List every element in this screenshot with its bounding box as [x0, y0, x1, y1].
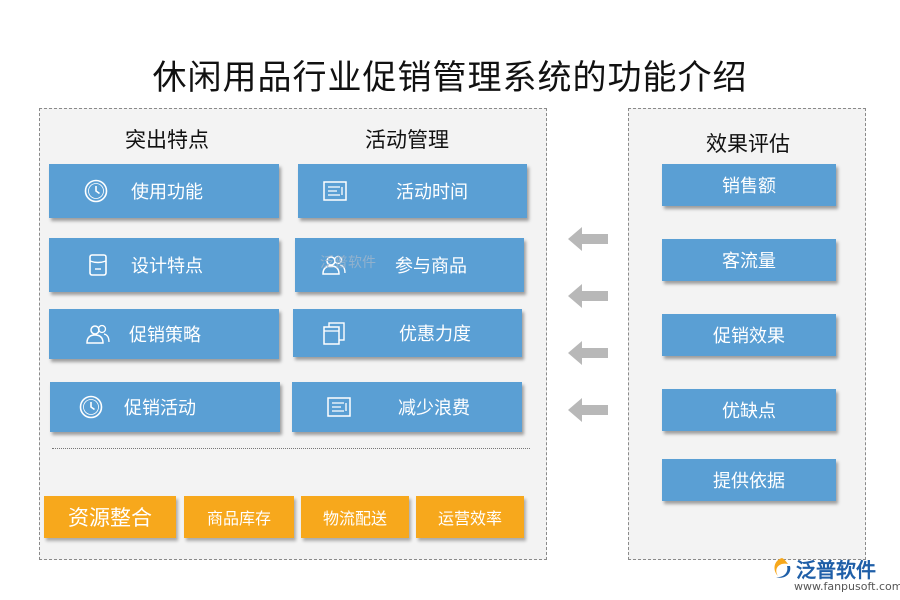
brand-logo: 泛普软件 www.fanpusoft.com [770, 554, 900, 598]
feature-label: 使用功能 [131, 182, 203, 203]
document-icon [85, 252, 111, 278]
arrow-left-icon [568, 341, 608, 365]
activity-label: 优惠力度 [399, 324, 471, 345]
feature-box-design: 设计特点 [49, 238, 279, 292]
feature-label: 促销活动 [124, 398, 196, 419]
stack-icon [321, 320, 347, 346]
bottom-box-logistics: 物流配送 [301, 496, 409, 538]
activity-label: 参与商品 [395, 256, 467, 277]
bottom-box-efficiency: 运营效率 [416, 496, 524, 538]
bottom-box-resources: 资源整合 [44, 496, 176, 538]
feature-label: 设计特点 [131, 256, 203, 277]
users-icon [321, 252, 347, 278]
activity-box-products: 参与商品 [295, 238, 524, 292]
bottom-box-inventory: 商品库存 [184, 496, 294, 538]
col2-heading: 活动管理 [365, 128, 449, 152]
clock-icon [78, 394, 104, 420]
evaluation-box-pros-cons: 优缺点 [662, 389, 836, 431]
activity-label: 活动时间 [396, 182, 468, 203]
arrow-left-icon [568, 398, 608, 422]
evaluation-box-effect: 促销效果 [662, 314, 836, 356]
activity-box-time: 活动时间 [298, 164, 527, 218]
feature-label: 促销策略 [129, 325, 201, 346]
list-icon [322, 178, 348, 204]
activity-box-discount: 优惠力度 [293, 309, 522, 357]
users-icon [85, 321, 111, 347]
evaluation-box-basis: 提供依据 [662, 459, 836, 501]
brand-swirl-icon [774, 558, 791, 578]
panel-divider [52, 448, 530, 449]
evaluation-heading: 效果评估 [706, 132, 790, 156]
feature-box-promotion: 促销活动 [50, 382, 280, 432]
arrow-left-icon [568, 284, 608, 308]
watermark: 泛普软件 [320, 255, 376, 271]
brand-name: 泛普软件 [796, 558, 876, 582]
list-icon [326, 394, 352, 420]
brand-url: www.fanpusoft.com [794, 580, 900, 593]
col1-heading: 突出特点 [125, 128, 209, 152]
clock-icon [83, 178, 109, 204]
activity-label: 减少浪费 [398, 398, 470, 419]
feature-box-strategy: 促销策略 [49, 309, 279, 359]
evaluation-box-sales: 销售额 [662, 164, 836, 206]
activity-box-waste: 减少浪费 [292, 382, 522, 432]
feature-box-usage: 使用功能 [49, 164, 279, 218]
arrow-left-icon [568, 227, 608, 251]
page-title: 休闲用品行业促销管理系统的功能介绍 [152, 58, 748, 98]
evaluation-box-traffic: 客流量 [662, 239, 836, 281]
